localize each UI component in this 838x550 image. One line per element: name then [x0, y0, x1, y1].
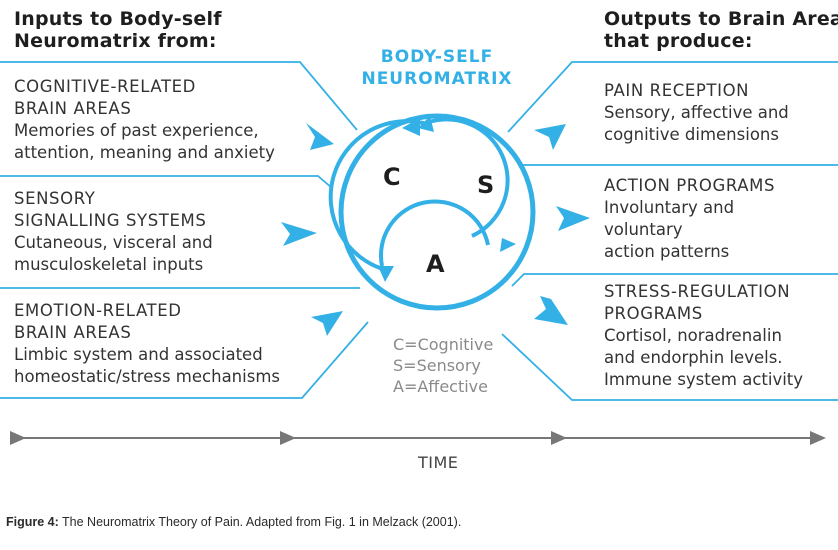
output-stress-body-3: Immune system activity — [604, 370, 804, 389]
output-action-programs: ACTION PROGRAMS Involuntary and voluntar… — [604, 175, 775, 263]
input-sensory-body-2: musculoskeletal inputs — [14, 255, 204, 274]
input-arrow-3-icon — [311, 311, 343, 336]
letter-a: A — [426, 250, 445, 278]
output-pain-body-2: cognitive dimensions — [604, 125, 779, 144]
cognitive-arc-arrowhead-icon — [378, 266, 394, 282]
inputs-heading-line-1: Inputs to Body-self — [14, 8, 222, 30]
outputs-heading-line-2: that produce: — [604, 30, 753, 52]
input-emotion-title-1: EMOTION-RELATED — [14, 301, 182, 320]
timeline-mid1-arrow-icon — [280, 431, 296, 445]
output-stress-regulation: STRESS-REGULATION PROGRAMS Cortisol, nor… — [604, 281, 803, 391]
input-arrow-1-icon — [306, 123, 334, 150]
sensory-arc — [420, 117, 510, 238]
input-sensory: SENSORY SIGNALLING SYSTEMS Cutaneous, vi… — [14, 188, 213, 276]
legend: C=Cognitive S=Sensory A=Affective — [393, 334, 493, 397]
output-divider-4 — [501, 333, 838, 401]
figure-caption: Figure 4: The Neuromatrix Theory of Pain… — [6, 515, 461, 529]
outputs-heading: Outputs to Brain Areas that produce: — [604, 8, 838, 52]
output-action-body-2: voluntary — [604, 220, 683, 239]
input-arrow-2-icon — [281, 222, 317, 246]
input-sensory-title-1: SENSORY — [14, 189, 96, 208]
input-emotion: EMOTION-RELATED BRAIN AREAS Limbic syste… — [14, 300, 280, 388]
inputs-heading: Inputs to Body-self Neuromatrix from: — [14, 8, 222, 52]
cognitive-arc — [328, 119, 428, 272]
output-stress-body-1: Cortisol, noradrenalin — [604, 326, 782, 345]
output-stress-body-2: and endorphin levels. — [604, 348, 783, 367]
output-divider-3 — [511, 273, 838, 287]
output-pain-body-1: Sensory, affective and — [604, 103, 789, 122]
center-title-line-1: BODY-SELF — [380, 47, 494, 67]
affective-arc — [378, 199, 490, 267]
input-emotion-body-1: Limbic system and associated — [14, 345, 263, 364]
input-emotion-title-2: BRAIN AREAS — [14, 323, 132, 342]
timeline-end-arrow-icon — [810, 431, 826, 445]
figure-caption-text: The Neuromatrix Theory of Pain. Adapted … — [58, 515, 462, 529]
body-self-circle — [338, 113, 536, 311]
input-divider-4 — [0, 321, 369, 399]
input-cognitive-body-1: Memories of past experience, — [14, 121, 259, 140]
output-arrow-3-icon — [534, 296, 568, 325]
affective-arc-arrowhead-icon — [500, 238, 516, 252]
letter-s: S — [477, 171, 495, 199]
legend-affective: A=Affective — [393, 377, 488, 396]
input-sensory-body-1: Cutaneous, visceral and — [14, 233, 213, 252]
timeline-mid2-arrow-icon — [551, 431, 567, 445]
outputs-heading-line-1: Outputs to Brain Areas — [604, 8, 838, 30]
center-title: BODY-SELF NEUROMATRIX — [357, 46, 517, 90]
input-emotion-body-2: homeostatic/stress mechanisms — [14, 367, 280, 386]
output-arrow-1-icon — [534, 124, 566, 150]
input-sensory-title-2: SIGNALLING SYSTEMS — [14, 211, 207, 230]
cognitive-arc-top-arrowhead-icon — [402, 118, 420, 136]
output-action-title: ACTION PROGRAMS — [604, 176, 776, 195]
output-pain-reception: PAIN RECEPTION Sensory, affective and co… — [604, 80, 789, 146]
output-action-body-1: Involuntary and — [604, 198, 735, 217]
inputs-heading-line-2: Neuromatrix from: — [14, 30, 217, 52]
center-title-line-2: NEUROMATRIX — [361, 69, 513, 89]
output-pain-title: PAIN RECEPTION — [604, 81, 750, 100]
legend-sensory: S=Sensory — [393, 356, 481, 375]
time-label: TIME — [418, 453, 459, 472]
output-arrow-2-icon — [556, 206, 590, 231]
legend-cognitive: C=Cognitive — [393, 335, 494, 354]
input-divider-2 — [0, 175, 333, 189]
output-stress-title-1: STRESS-REGULATION — [604, 282, 791, 301]
input-cognitive-title-2: BRAIN AREAS — [14, 99, 132, 118]
output-stress-title-2: PROGRAMS — [604, 304, 703, 323]
input-cognitive-title-1: COGNITIVE-RELATED — [14, 77, 196, 96]
input-divider-1 — [0, 61, 358, 131]
timeline-start-arrow-icon — [10, 431, 26, 445]
output-action-body-3: action patterns — [604, 242, 730, 261]
input-cognitive: COGNITIVE-RELATED BRAIN AREAS Memories o… — [14, 76, 275, 164]
input-cognitive-body-2: attention, meaning and anxiety — [14, 143, 275, 162]
letter-c: C — [383, 163, 401, 191]
figure-caption-label: Figure 4: — [6, 515, 59, 529]
sensory-arc-arrowhead-icon — [418, 116, 434, 132]
output-divider-1 — [507, 61, 838, 133]
